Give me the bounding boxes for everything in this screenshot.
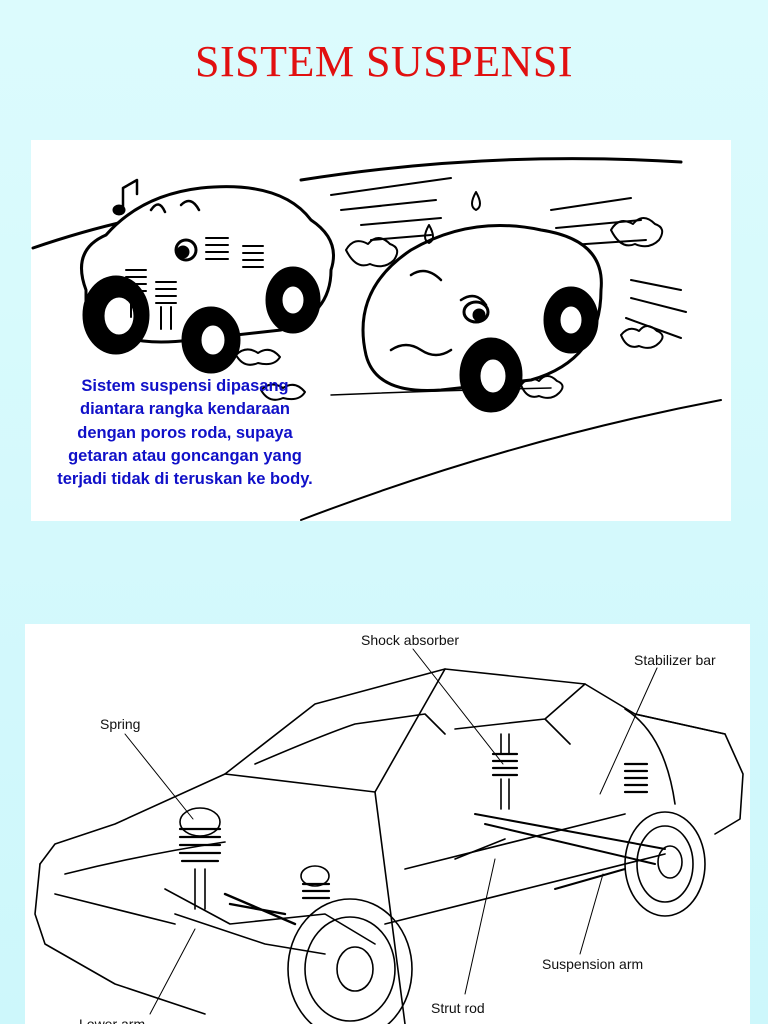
cartoon-illustration: Sistem suspensi dipasang diantara rangka…	[31, 140, 731, 521]
suspension-description: Sistem suspensi dipasang diantara rangka…	[57, 377, 313, 489]
suspension-diagram: Shock absorber Stabilizer bar Spring Sus…	[25, 624, 750, 1024]
label-strut-rod: Strut rod	[431, 1000, 485, 1016]
label-spring: Spring	[100, 716, 141, 732]
slide-title: SISTEM SUSPENSI	[195, 37, 573, 86]
label-suspension-arm: Suspension arm	[542, 956, 644, 972]
label-shock-absorber: Shock absorber	[361, 632, 460, 648]
cartoon-cars-drawing	[31, 157, 722, 521]
label-lower-arm: Lower arm	[79, 1016, 146, 1024]
car-suspension-drawing	[34, 648, 744, 1024]
label-stabilizer-bar: Stabilizer bar	[634, 652, 716, 668]
